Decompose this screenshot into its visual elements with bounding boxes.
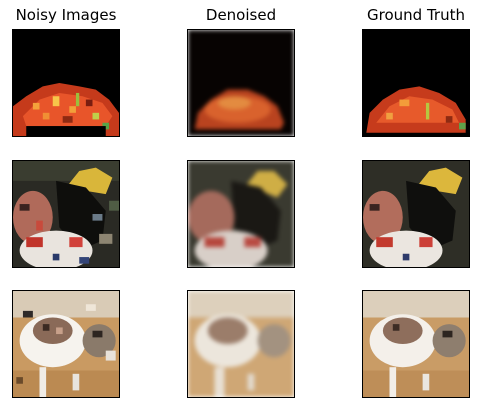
image-row2-denoised	[187, 160, 295, 268]
image-row1-denoised	[187, 29, 295, 137]
image-row2-noisy	[12, 160, 120, 268]
image-row1-noisy	[12, 29, 120, 137]
image-row2-ground-truth	[362, 160, 470, 268]
image-row3-ground-truth	[362, 290, 470, 398]
column-title-noisy: Noisy Images	[15, 6, 117, 24]
image-row3-noisy	[12, 290, 120, 398]
column-title-ground-truth: Ground Truth	[367, 6, 465, 24]
image-row3-denoised	[187, 290, 295, 398]
column-title-denoised: Denoised	[205, 6, 277, 24]
image-row1-ground-truth	[362, 29, 470, 137]
